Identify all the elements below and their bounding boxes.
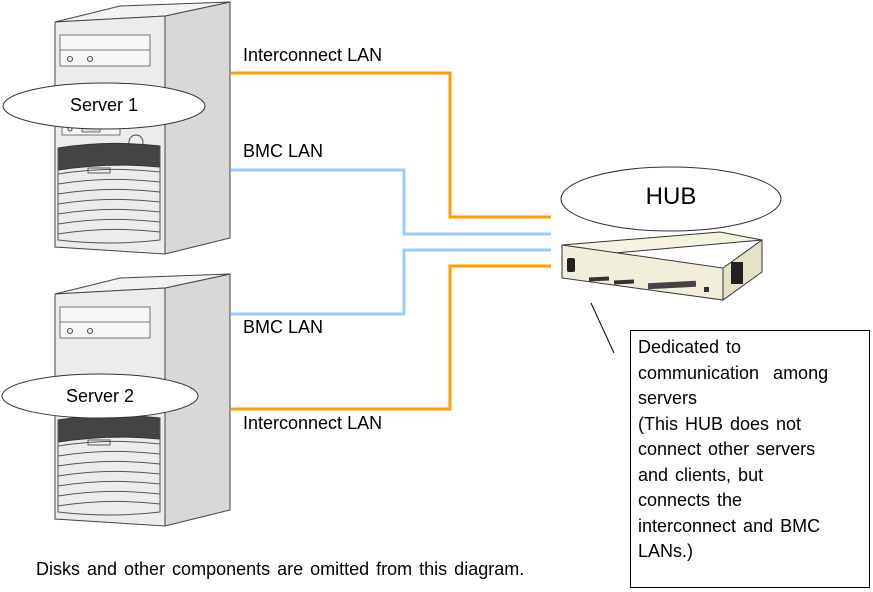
server1-interconnect-label: Interconnect LAN: [243, 45, 383, 65]
note-line: servers: [638, 388, 698, 408]
server1-bmc-link: [231, 168, 551, 236]
note-line: connect other servers: [638, 439, 816, 459]
note-line: connects the: [638, 490, 743, 510]
hub-label: HUB: [645, 183, 697, 210]
note-line: and clients, but: [638, 464, 764, 485]
footer-caption: Disks and other components are omitted f…: [36, 559, 525, 579]
note-line: Dedicated to: [638, 337, 742, 357]
note-line: communication among: [638, 362, 829, 383]
note-line: interconnect and BMC: [638, 515, 821, 536]
server-2-label: Server 2: [65, 386, 135, 406]
hub-label-ellipse: [560, 166, 782, 232]
server2-bmc-link: [231, 248, 551, 316]
hub-device-icon: [561, 231, 763, 301]
server2-interconnect-label: Interconnect LAN: [243, 413, 383, 433]
server2-interconnect-link: [231, 264, 551, 411]
server1-interconnect-link: [231, 71, 551, 219]
server1-bmc-label: BMC LAN: [243, 141, 324, 161]
note-pointer-line: [590, 302, 615, 354]
server-1-label-ellipse: [2, 82, 206, 130]
server-2-label-ellipse: [1, 373, 199, 419]
server2-bmc-label: BMC LAN: [243, 317, 324, 337]
note-line: (This HUB does not: [638, 413, 802, 434]
hub-note-box: Dedicated to communication among servers…: [630, 330, 870, 588]
note-line: LANs.): [638, 541, 694, 561]
server-1-label: Server 1: [69, 95, 139, 115]
